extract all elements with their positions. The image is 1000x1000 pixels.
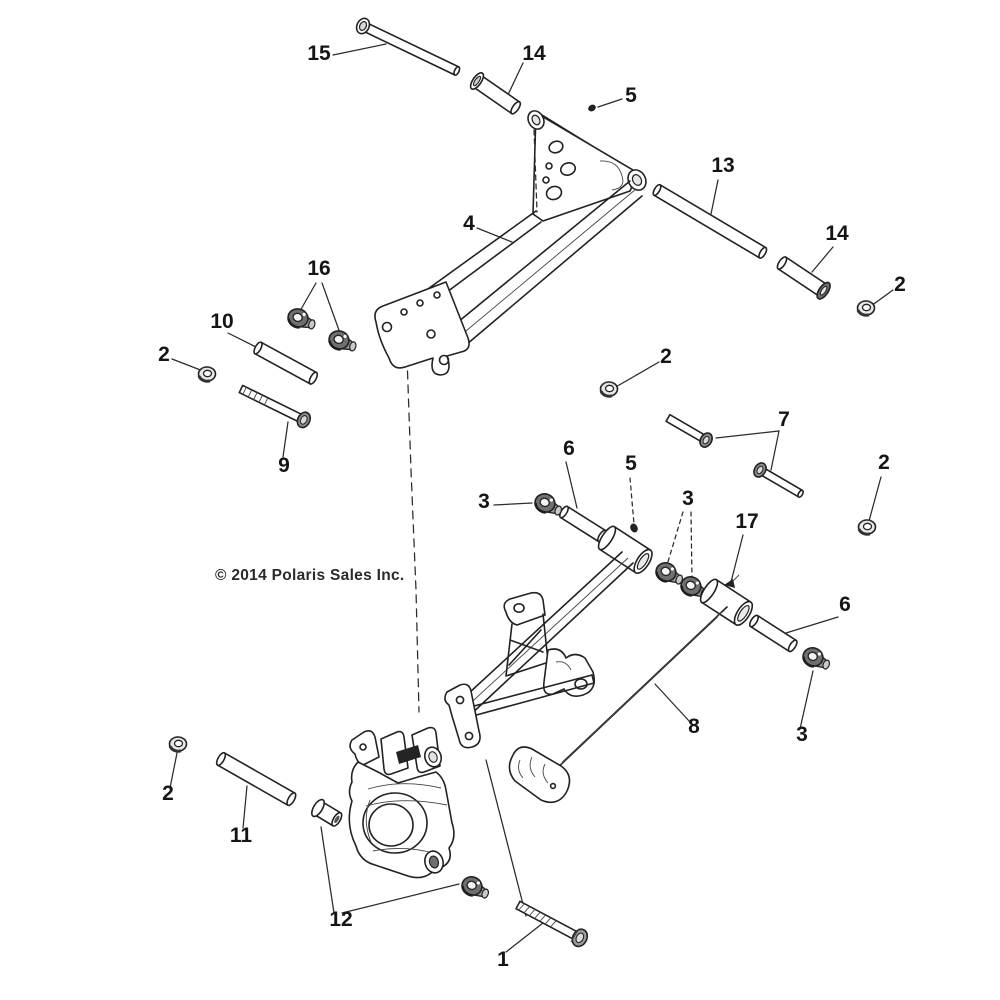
part-12-bushing-a: [311, 798, 343, 827]
part-2-nut-top-right: [856, 299, 876, 317]
part-13-tube: [652, 183, 768, 259]
callout-2-top-right: 2: [894, 273, 906, 296]
callout-6-right: 6: [839, 593, 851, 616]
callout-1: 1: [497, 948, 509, 971]
part-6-tube-left: [558, 505, 608, 543]
callout-3-mid: 3: [682, 487, 694, 510]
callout-17: 17: [735, 510, 758, 533]
part-15-bolt: [355, 17, 461, 76]
copyright-notice: © 2014 Polaris Sales Inc.: [215, 567, 405, 584]
part-8-lower-arm: [508, 578, 754, 804]
part-16-bushing-b: [325, 327, 361, 355]
callout-7: 7: [778, 408, 790, 431]
callout-11: 11: [230, 824, 253, 847]
callout-12: 12: [329, 908, 352, 931]
part-10-tube: [253, 341, 319, 385]
knuckle-bearing-carrier: [348, 726, 455, 879]
callout-5-mid: 5: [625, 452, 637, 475]
part-3-bushing-left: [531, 489, 567, 520]
part-3-bushing-right: [799, 643, 835, 674]
part-11-tube: [215, 751, 297, 807]
part-5-fitting-center: [630, 523, 638, 533]
callout-15: 15: [307, 42, 331, 65]
callout-4: 4: [463, 212, 475, 235]
part-2-nut-bottom-left: [168, 735, 188, 753]
callout-2-left: 2: [158, 343, 170, 366]
callout-14-right: 14: [825, 222, 849, 245]
leader-lines: [169, 43, 894, 953]
part-2-nut-left: [197, 365, 217, 383]
part-6-tube-right: [748, 614, 798, 653]
part-1-bolt: [515, 900, 589, 948]
callout-6-left: 6: [563, 437, 575, 460]
callout-8: 8: [688, 715, 700, 738]
callout-10: 10: [210, 310, 233, 333]
part-9-bolt: [238, 384, 312, 429]
part-5-fastener-top: [588, 104, 596, 112]
part-2-nut-right: [857, 518, 877, 536]
part-14-sleeve-top: [469, 72, 522, 115]
callout-3-right: 3: [796, 723, 808, 746]
callout-2-right: 2: [878, 451, 890, 474]
callout-16: 16: [307, 257, 330, 280]
callout-9: 9: [278, 454, 290, 477]
callout-13: 13: [711, 154, 734, 177]
part-16-bushing-a: [284, 305, 320, 333]
part-7-bolt-a: [665, 413, 713, 448]
callout-14-top: 14: [522, 42, 546, 65]
callout-5-top: 5: [625, 84, 637, 107]
center-mount-bracket: [444, 591, 596, 749]
assembly-axis-dashed-line: [406, 356, 420, 713]
part-14-sleeve-right: [776, 256, 831, 300]
part-2-nut-mid: [599, 380, 619, 398]
callout-labels: 15 14 5 13 4 14 2 16 10 2 9 2 7 2 6 3 5 …: [158, 42, 906, 971]
callout-2-mid: 2: [660, 345, 672, 368]
part-7-bolt-b: [753, 462, 804, 498]
part-4-upper-a-arm: [374, 110, 647, 376]
callout-2-bottom-left: 2: [162, 782, 174, 805]
part-12-bushing-b: [458, 872, 494, 903]
callout-3-left: 3: [478, 490, 490, 513]
